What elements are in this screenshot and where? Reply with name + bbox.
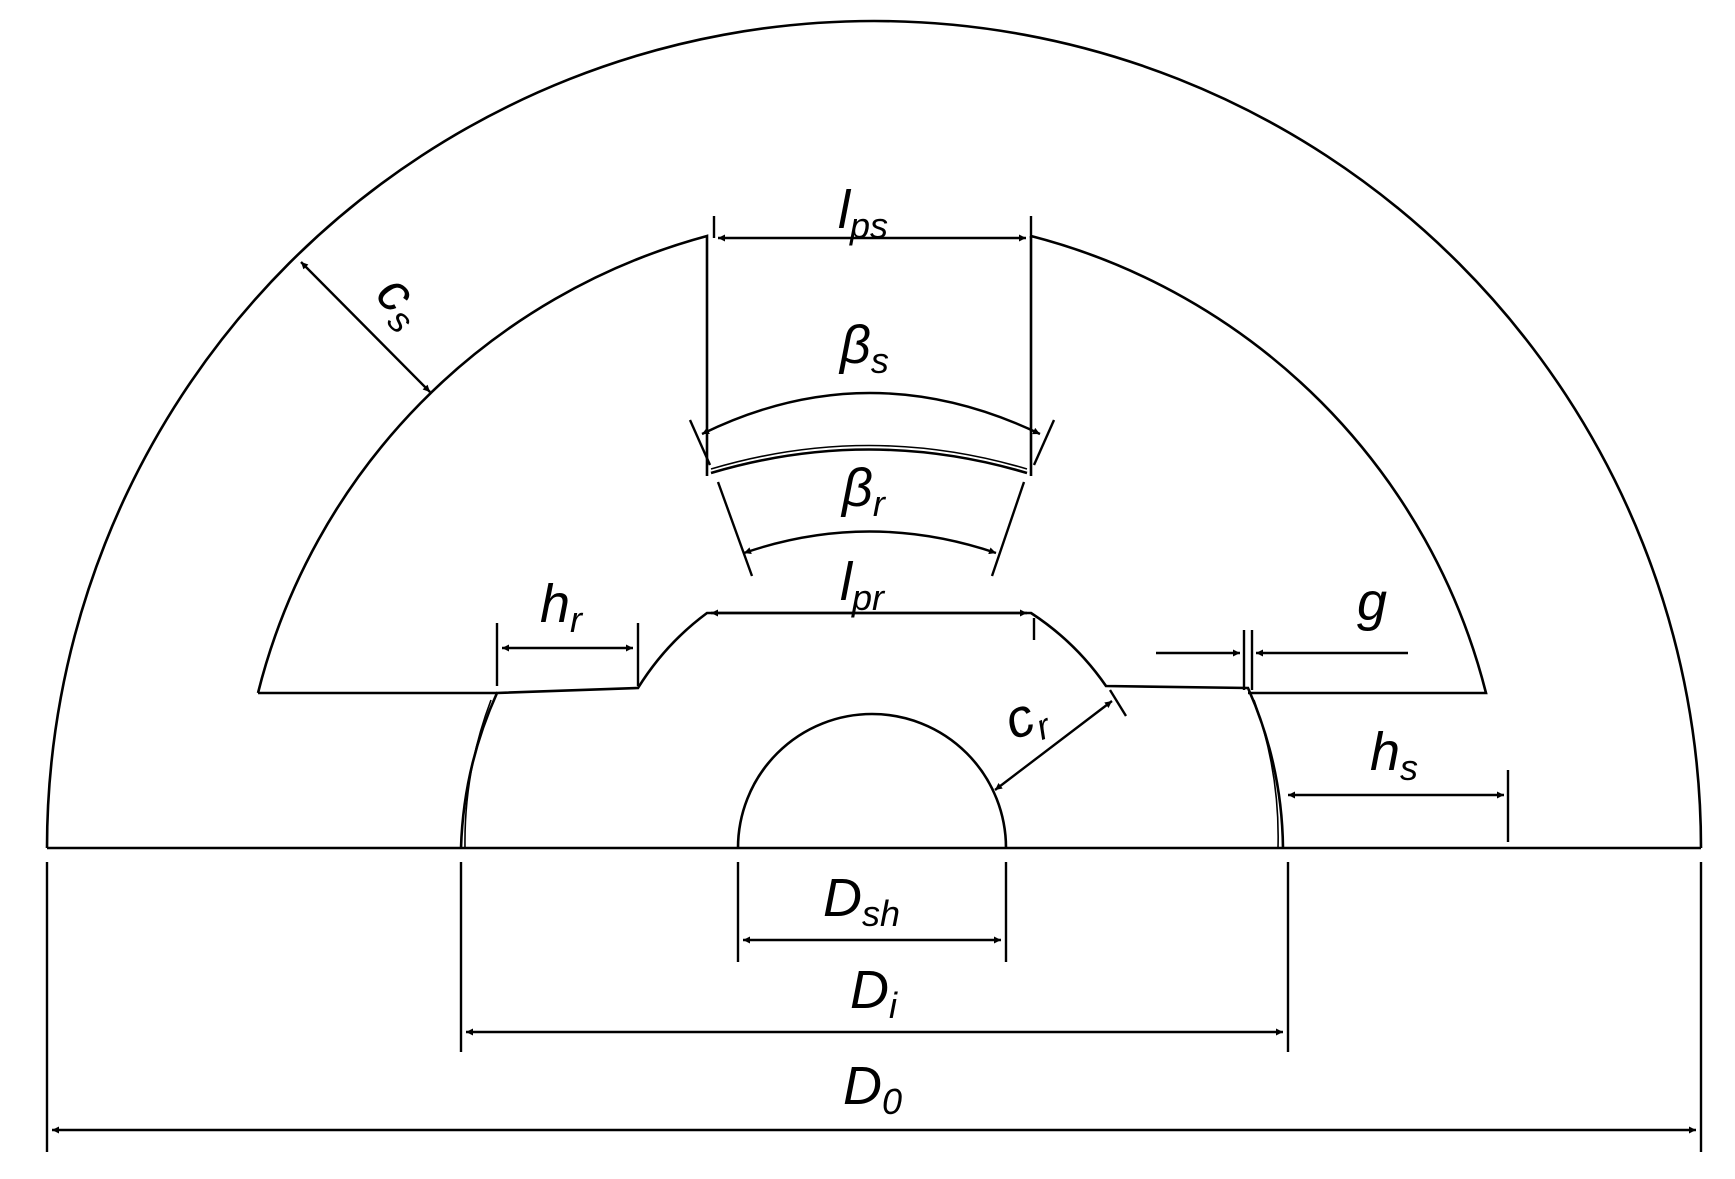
dimension-cr: cr xyxy=(994,681,1128,791)
stator-pole-face-inner xyxy=(710,444,1028,470)
dimension-hs: hs xyxy=(1288,722,1510,842)
dimension-lpr: lpr xyxy=(711,552,1036,640)
stator-inner-outline xyxy=(256,234,1488,695)
shaft-outline xyxy=(736,712,1008,849)
dimension-di: Di xyxy=(459,862,1290,1052)
label-hs: hs xyxy=(1370,722,1418,788)
label-lps: lps xyxy=(838,180,888,246)
label-beta-r: βr xyxy=(840,458,887,524)
motor-geometry xyxy=(45,19,1703,850)
stator-pole-face xyxy=(710,448,1028,475)
label-hr: hr xyxy=(540,574,584,640)
dimension-lps: lps xyxy=(712,180,1033,246)
dimension-hr: hr xyxy=(495,574,640,686)
dimension-g: g xyxy=(1156,572,1408,690)
label-beta-s: βs xyxy=(838,315,889,381)
rotor-pole-side-right xyxy=(1253,699,1279,849)
label-lpr: lpr xyxy=(840,552,886,618)
label-dsh: Dsh xyxy=(823,868,900,934)
stator-outer-arc xyxy=(45,19,1703,849)
label-cs: cs xyxy=(361,263,439,341)
dimension-dsh: Dsh xyxy=(736,862,1008,962)
label-cr: cr xyxy=(996,681,1057,757)
label-d0: D0 xyxy=(843,1056,902,1122)
dimension-beta-r: βr xyxy=(716,458,1026,577)
rotor-pole-side-left xyxy=(464,699,492,849)
label-di: Di xyxy=(850,960,898,1026)
dimension-cs: cs xyxy=(300,261,439,393)
dimension-d0: D0 xyxy=(45,862,1703,1152)
label-g: g xyxy=(1357,572,1387,632)
dimension-beta-s: βs xyxy=(688,315,1056,466)
